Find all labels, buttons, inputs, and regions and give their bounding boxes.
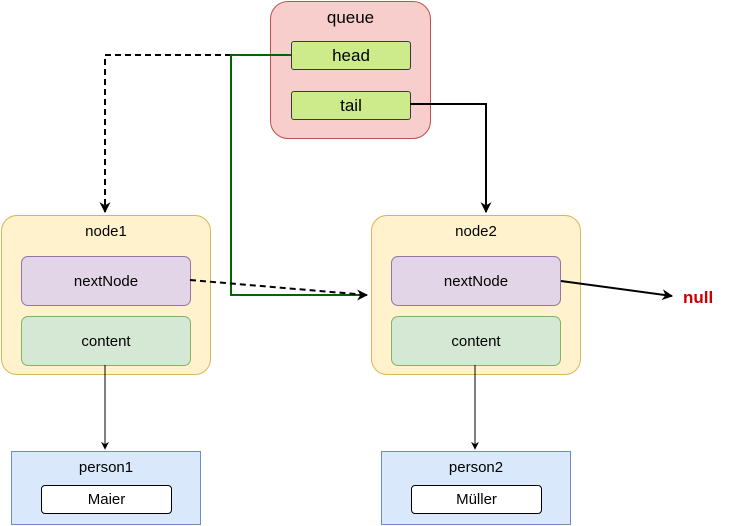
queue-box: queue head tail — [270, 1, 431, 139]
node1-title: node1 — [85, 223, 127, 240]
person1-box: person1 Maier — [11, 451, 201, 525]
node2-title: node2 — [455, 223, 497, 240]
node2-content: content — [391, 316, 561, 366]
head-to-node1-edge — [99, 54, 291, 214]
head-field: head — [291, 41, 411, 70]
queue-title: queue — [326, 8, 375, 27]
node1-next-edge — [189, 279, 368, 296]
node2-box: node2 nextNode content — [371, 215, 581, 375]
null-label: null — [683, 288, 714, 307]
node1-box: node1 nextNode content — [1, 215, 211, 375]
tail-field: tail — [291, 91, 411, 120]
person2-name: Müller — [411, 485, 542, 514]
node2-next-node: nextNode — [391, 256, 561, 306]
node1-content: content — [21, 316, 191, 366]
node1-next-node: nextNode — [21, 256, 191, 306]
person2-title: person2 — [448, 459, 504, 476]
person2-box: person2 Müller — [381, 451, 571, 525]
person1-title: person1 — [78, 459, 134, 476]
person1-name: Maier — [41, 485, 172, 514]
